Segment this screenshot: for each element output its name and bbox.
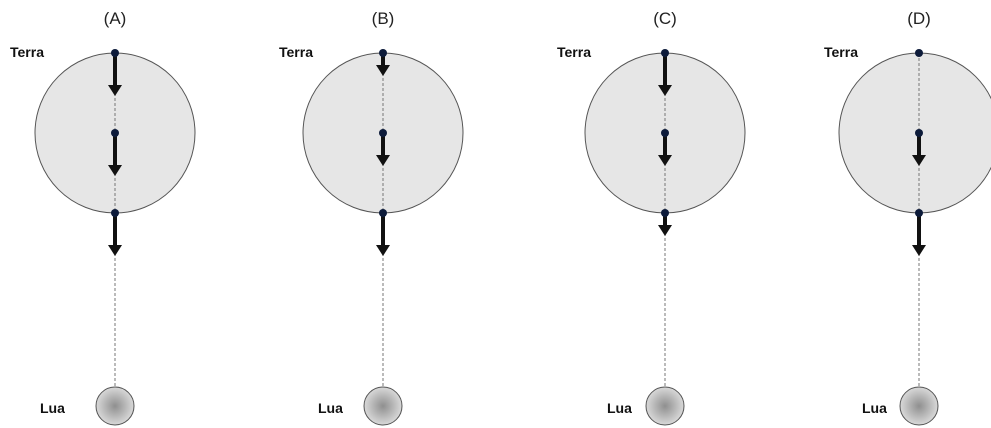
panel-d-center-point <box>915 129 923 137</box>
panel-a-bottom-point <box>111 209 119 217</box>
panel-c-bottom-arrowhead-icon <box>658 225 672 236</box>
panel-c: (C) Terra Lua <box>557 9 746 426</box>
panel-b-center-arrowhead-icon <box>376 155 390 166</box>
panel-d-bottom-arrowhead-icon <box>912 245 926 256</box>
panel-a: (A) Terra Lua <box>10 9 196 426</box>
panel-a-moon <box>95 386 135 426</box>
panel-b-bottom-arrowhead-icon <box>376 245 390 256</box>
panel-d-bottom-point <box>915 209 923 217</box>
panel-b-moon <box>363 386 403 426</box>
panel-c-center-point <box>661 129 669 137</box>
panel-c-moon-label: Lua <box>607 400 632 416</box>
panel-b-top-point <box>379 49 387 57</box>
panel-a-label: (A) <box>104 9 127 28</box>
panel-d-earth-label: Terra <box>824 44 858 60</box>
panel-a-earth-label: Terra <box>10 44 44 60</box>
panel-b-geometry <box>302 49 464 426</box>
panel-b-label: (B) <box>372 9 395 28</box>
panel-c-geometry <box>584 49 746 426</box>
panel-d: (D) Terra Lua <box>824 9 991 426</box>
panel-c-top-point <box>661 49 669 57</box>
panel-d-moon-label: Lua <box>862 400 887 416</box>
panel-d-center-arrowhead-icon <box>912 155 926 166</box>
panel-b-earth-label: Terra <box>279 44 313 60</box>
panel-c-bottom-point <box>661 209 669 217</box>
panel-a-center-point <box>111 129 119 137</box>
panel-d-label: (D) <box>907 9 931 28</box>
panel-a-top-point <box>111 49 119 57</box>
panel-a-geometry <box>34 49 196 426</box>
panel-d-top-point <box>915 49 923 57</box>
panel-b: (B) Terra Lua <box>279 9 464 426</box>
panel-d-geometry <box>838 49 991 426</box>
panel-b-moon-label: Lua <box>318 400 343 416</box>
panel-c-center-arrowhead-icon <box>658 155 672 166</box>
panel-c-top-arrowhead-icon <box>658 85 672 96</box>
panel-c-moon <box>645 386 685 426</box>
panel-a-moon-label: Lua <box>40 400 65 416</box>
panel-d-moon <box>899 386 939 426</box>
panel-c-earth-label: Terra <box>557 44 591 60</box>
panel-a-bottom-arrowhead-icon <box>108 245 122 256</box>
panel-b-top-arrowhead-icon <box>376 65 390 76</box>
panel-b-bottom-point <box>379 209 387 217</box>
panel-a-center-arrowhead-icon <box>108 165 122 176</box>
panel-a-top-arrowhead-icon <box>108 85 122 96</box>
panel-b-center-point <box>379 129 387 137</box>
panel-c-label: (C) <box>653 9 677 28</box>
